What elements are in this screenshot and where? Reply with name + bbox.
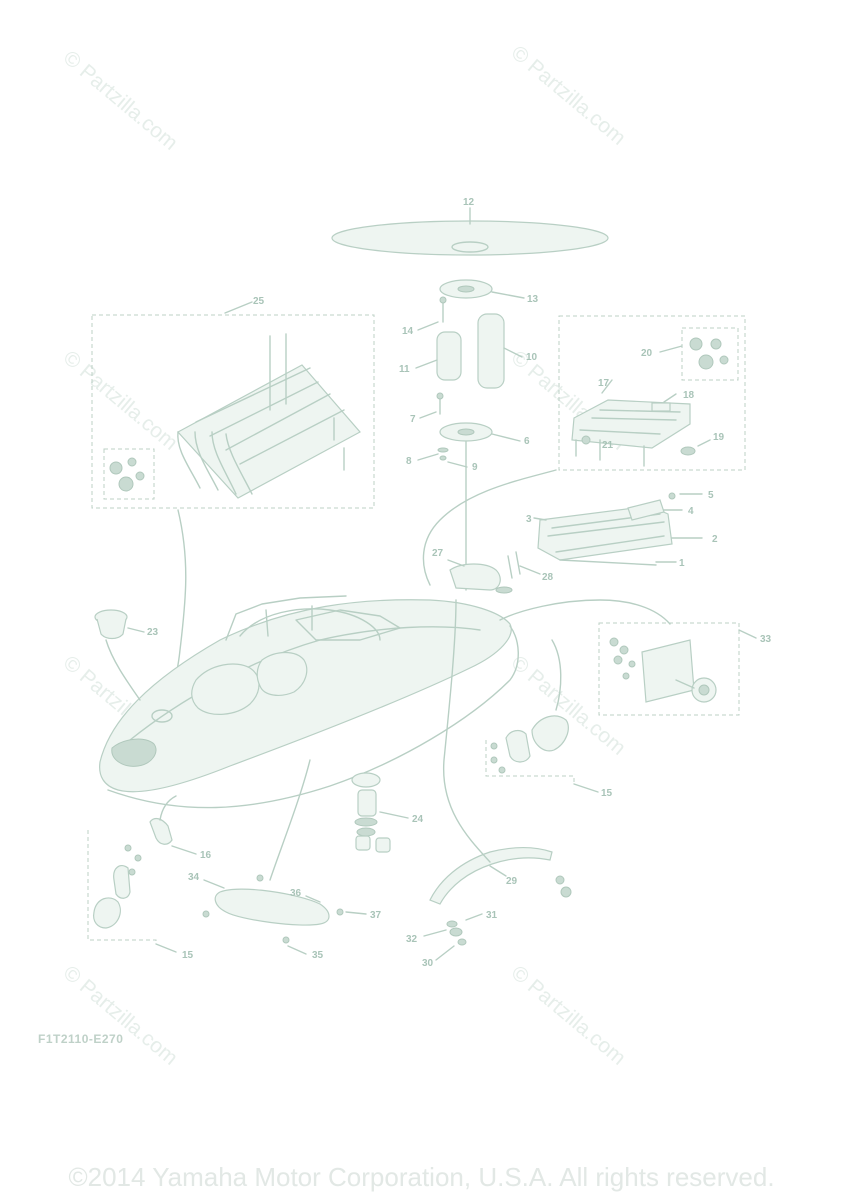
watermark-group: © Partzilla.com © Partzilla.com © Partzi… — [59, 41, 630, 1070]
callout-label: 12 — [463, 197, 475, 208]
copyright-notice: ©2014 Yamaha Motor Corporation, U.S.A. A… — [68, 1162, 775, 1192]
callout-label: 5 — [708, 490, 714, 501]
callout-label: 29 — [506, 876, 518, 887]
callout-label: 25 — [253, 296, 265, 307]
callout-label: 10 — [526, 352, 538, 363]
watermark: © Partzilla.com — [59, 46, 182, 155]
cleat-assembly-right[interactable] — [485, 639, 599, 793]
callout-label: 4 — [688, 506, 694, 517]
boat-hull-part[interactable] — [99, 595, 519, 809]
cup-holder-part[interactable] — [94, 609, 145, 701]
docking-light-group[interactable] — [499, 599, 757, 716]
callout-label: 20 — [641, 348, 653, 359]
callout-label: 15 — [601, 788, 613, 799]
callout-label: 9 — [472, 462, 478, 473]
callout-label: 32 — [406, 934, 418, 945]
callout-label: 18 — [683, 390, 695, 401]
callout-label: 30 — [422, 958, 434, 969]
callout-label: 27 — [432, 548, 444, 559]
callout-label: 1 — [679, 558, 685, 569]
upper-mount-part[interactable] — [439, 279, 525, 299]
callout-label: 35 — [312, 950, 324, 961]
base-mount-part[interactable] — [417, 392, 521, 591]
callout-label: 13 — [527, 294, 539, 305]
bracket-assembly-group[interactable] — [422, 315, 746, 586]
callout-label: 36 — [290, 888, 302, 899]
callout-label: 2 — [712, 534, 718, 545]
ladder-assembly-group[interactable] — [91, 301, 375, 761]
callout-label: 8 — [406, 456, 412, 467]
rail-fastener-group[interactable] — [423, 913, 483, 961]
cleat-assembly-left[interactable] — [87, 830, 177, 953]
rail-assembly-group[interactable] — [533, 492, 703, 566]
callout-label: 14 — [402, 326, 414, 337]
grab-rail-part[interactable] — [429, 599, 572, 905]
callout-label: 23 — [147, 627, 159, 638]
watermark: © Partzilla.com — [507, 41, 630, 150]
callout-label: 24 — [412, 814, 424, 825]
navigation-light-part[interactable] — [447, 551, 541, 594]
watermark: © Partzilla.com — [59, 346, 182, 455]
callout-label: 19 — [713, 432, 725, 443]
watermark: © Partzilla.com — [59, 961, 182, 1070]
callout-label: 16 — [200, 850, 212, 861]
callout-label: 34 — [188, 872, 200, 883]
callout-labels: 1 2 3 4 5 6 7 8 9 10 11 12 13 14 15 15 1… — [147, 197, 772, 969]
callout-label: 21 — [602, 440, 614, 451]
callout-label: 15 — [182, 950, 194, 961]
callout-label: 33 — [760, 634, 772, 645]
table-top-part[interactable] — [331, 207, 609, 256]
callout-label: 6 — [524, 436, 530, 447]
callout-label: 37 — [370, 910, 382, 921]
watermark: © Partzilla.com — [507, 961, 630, 1070]
screw-part[interactable] — [417, 296, 447, 331]
handle-assembly-group[interactable] — [202, 759, 367, 955]
callout-label: 3 — [526, 514, 532, 525]
callout-label: 17 — [598, 378, 610, 389]
callout-label: 7 — [410, 414, 416, 425]
bow-eye-part[interactable] — [149, 795, 197, 855]
table-pillar-part[interactable] — [415, 313, 523, 389]
callout-label: 31 — [486, 910, 498, 921]
callout-label: 11 — [399, 364, 410, 375]
diagram-code: F1T2110-E270 — [38, 1032, 124, 1046]
callout-label: 28 — [542, 572, 554, 583]
drain-plug-part[interactable] — [351, 772, 409, 853]
